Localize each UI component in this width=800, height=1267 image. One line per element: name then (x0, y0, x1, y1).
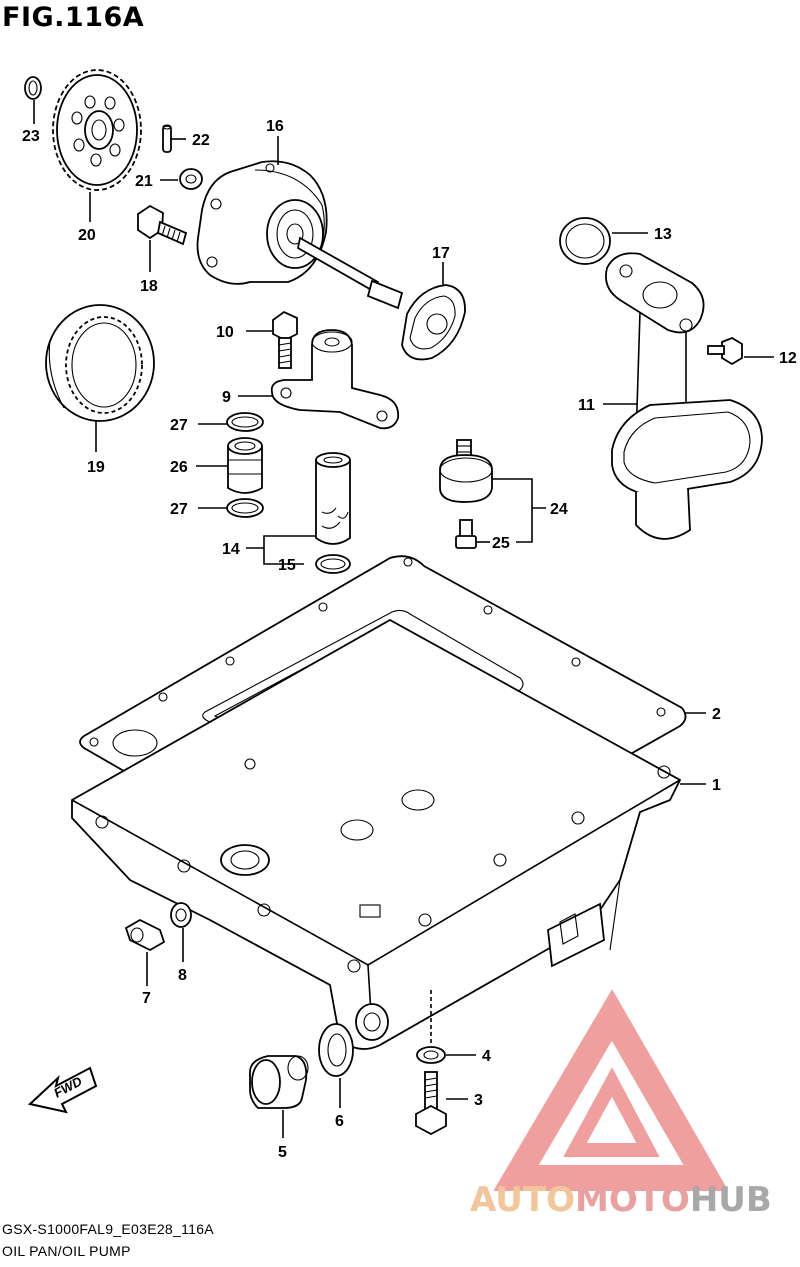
part-15-o-ring[interactable] (315, 554, 351, 574)
part-3-bolt[interactable] (415, 1071, 447, 1136)
callout-14: 14 (222, 541, 240, 558)
callout-labels: 23 22 21 20 18 16 17 13 12 11 10 9 27 26… (22, 118, 797, 1161)
callout-5: 5 (278, 1144, 287, 1161)
part-1-oil-pan[interactable] (71, 618, 682, 1050)
callout-17: 17 (432, 245, 450, 262)
callout-12: 12 (779, 350, 797, 367)
leader-lines (33, 100, 774, 1138)
watermark-auto: AUTO (470, 1180, 575, 1220)
callout-13: 13 (654, 226, 672, 243)
part-25-screw[interactable] (455, 519, 477, 549)
part-21-washer[interactable] (179, 168, 203, 190)
part-4-washer[interactable] (416, 1046, 446, 1064)
watermark-wordmark: AUTOMOTOHUB (470, 1180, 772, 1220)
figure-title: FIG.116A (2, 2, 145, 33)
callout-3: 3 (474, 1092, 483, 1109)
callout-20: 20 (78, 227, 96, 244)
callout-26: 26 (170, 459, 188, 476)
part-20-sprocket[interactable] (52, 69, 142, 191)
callout-19: 19 (87, 459, 105, 476)
part-7-plug[interactable] (124, 918, 166, 952)
part-5-drain-plug[interactable] (249, 1055, 309, 1109)
figure-code: GSX-S1000FAL9_E03E28_116A (2, 1221, 214, 1237)
callout-10: 10 (216, 324, 234, 341)
callout-4: 4 (482, 1048, 491, 1065)
part-12-bolt[interactable] (707, 336, 743, 366)
watermark-logo (493, 989, 729, 1191)
part-8-washer[interactable] (170, 902, 192, 928)
callout-27-top: 27 (170, 417, 188, 434)
part-9-oil-cap[interactable] (270, 329, 400, 430)
figure-description: OIL PAN/OIL PUMP (2, 1243, 131, 1259)
fwd-direction-arrow: FWD (27, 1066, 98, 1114)
callout-11: 11 (578, 397, 595, 414)
part-6-gasket[interactable] (318, 1023, 354, 1077)
part-14-pipe[interactable] (315, 452, 351, 545)
watermark-moto: MOTO (574, 1180, 690, 1220)
part-19-ring-gear[interactable] (45, 304, 155, 422)
callout-15: 15 (278, 557, 296, 574)
callout-24: 24 (550, 501, 568, 518)
part-13-o-ring[interactable] (559, 217, 611, 265)
callout-27-bottom: 27 (170, 501, 188, 518)
part-17-gasket[interactable] (401, 284, 466, 361)
callout-16: 16 (266, 118, 284, 135)
part-18-bolt[interactable] (137, 204, 188, 246)
callout-8: 8 (178, 967, 187, 984)
callout-2: 2 (712, 706, 721, 723)
part-22-pin[interactable] (162, 124, 172, 153)
callout-25: 25 (492, 535, 510, 552)
part-27-o-ring-bottom[interactable] (226, 498, 264, 518)
part-10-bolt[interactable] (272, 310, 298, 369)
callout-1: 1 (712, 777, 721, 794)
callout-22: 22 (192, 132, 210, 149)
part-26-collar[interactable] (227, 437, 263, 494)
callout-21: 21 (135, 173, 153, 190)
watermark-hub: HUB (689, 1180, 772, 1220)
part-24-pressure-switch[interactable] (439, 439, 493, 503)
callout-7: 7 (142, 990, 151, 1007)
callout-6: 6 (335, 1113, 344, 1130)
part-27-o-ring-top[interactable] (226, 412, 264, 432)
callout-9: 9 (222, 389, 231, 406)
part-16-oil-pump[interactable] (196, 160, 404, 310)
callout-23: 23 (22, 128, 40, 145)
part-23-circlip[interactable] (24, 76, 42, 100)
callout-18: 18 (140, 278, 158, 295)
part-11-oil-strainer[interactable] (605, 252, 763, 540)
